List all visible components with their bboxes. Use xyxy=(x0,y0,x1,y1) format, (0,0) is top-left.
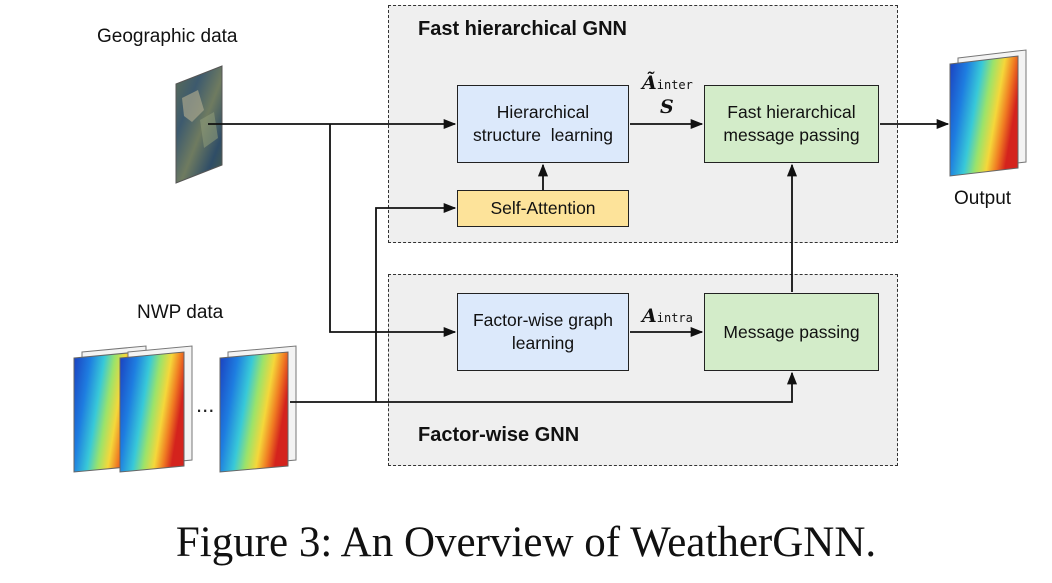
nwp-data-stack-3 xyxy=(219,345,297,473)
output-image xyxy=(949,49,1027,177)
a-intra-label: Aintra xyxy=(642,305,693,327)
hierarchical-structure-learning-box: Hierarchical structure learning xyxy=(457,85,629,163)
a-intra-subscript: intra xyxy=(656,311,693,325)
a-inter-label: Ãinter xyxy=(642,72,693,94)
message-passing-box: Message passing xyxy=(704,293,879,371)
hierarchical-structure-line2: structure learning xyxy=(472,125,614,145)
factor-graph-line1: Factor-wise graph xyxy=(472,310,614,330)
fast-message-passing-line1: Fast hierarchical xyxy=(727,102,856,122)
factor-wise-graph-learning-box: Factor-wise graph learning xyxy=(457,293,629,371)
nwp-data-label: NWP data xyxy=(137,302,224,323)
self-attention-box: Self-Attention xyxy=(457,190,629,227)
geographic-data-image xyxy=(175,65,223,184)
s-label: S xyxy=(660,96,674,118)
fast-message-passing-line2: message passing xyxy=(723,125,860,145)
a-intra-symbol: A xyxy=(642,305,657,327)
geographic-data-label: Geographic data xyxy=(97,26,238,47)
figure-caption: Figure 3: An Overview of WeatherGNN. xyxy=(175,519,877,566)
s-symbol: S xyxy=(660,96,674,118)
nwp-ellipsis: ... xyxy=(196,392,215,417)
fast-hierarchical-message-passing-box: Fast hierarchical message passing xyxy=(704,85,879,163)
output-label: Output xyxy=(954,188,1012,209)
a-inter-symbol: Ã xyxy=(642,72,657,94)
nwp-data-stack-2 xyxy=(119,345,193,473)
fast-hierarchical-gnn-title: Fast hierarchical GNN xyxy=(418,18,627,40)
factor-wise-gnn-title: Factor-wise GNN xyxy=(418,424,580,446)
factor-graph-line2: learning xyxy=(511,333,575,353)
hierarchical-structure-line1: Hierarchical xyxy=(496,102,590,122)
a-inter-subscript: inter xyxy=(656,78,693,92)
